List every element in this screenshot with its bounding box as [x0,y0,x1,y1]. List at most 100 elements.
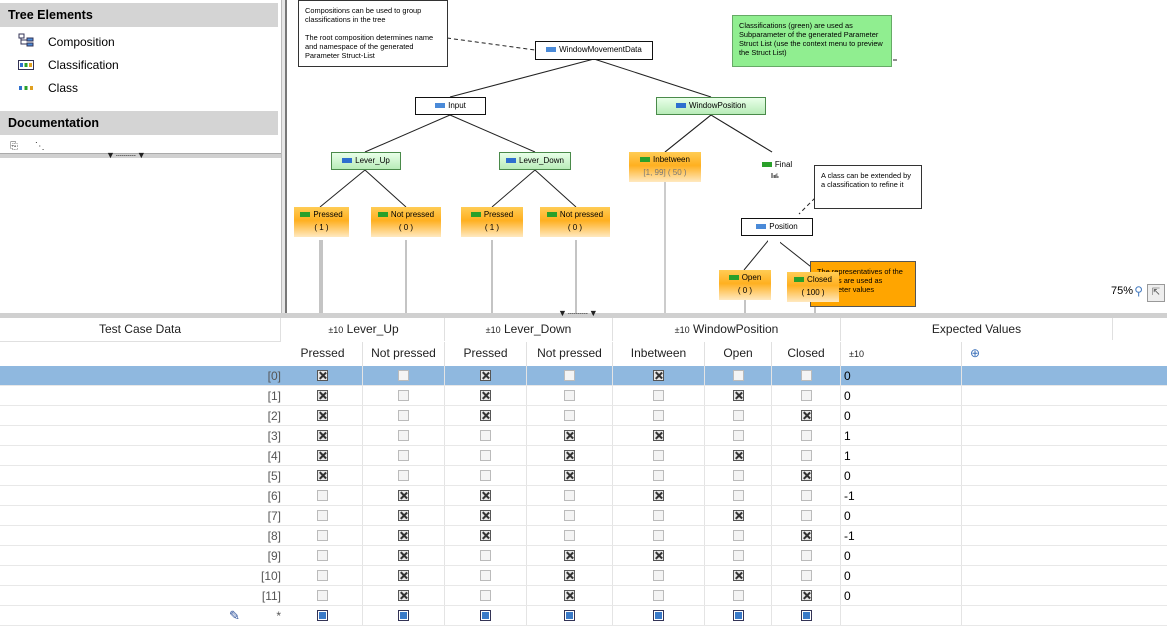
table-cell[interactable] [527,546,613,565]
table-row[interactable]: [4]1 [0,446,1167,466]
checkbox-unchecked[interactable] [480,470,491,481]
checkbox-checked[interactable] [733,570,744,581]
checkbox-unchecked[interactable] [317,570,328,581]
table-cell[interactable] [445,546,527,565]
table-cell[interactable] [613,426,705,445]
table-cell[interactable] [445,486,527,505]
table-cell[interactable] [527,366,613,385]
table-cell[interactable] [772,546,841,565]
checkbox-checked[interactable] [733,390,744,401]
table-cell[interactable] [772,446,841,465]
expected-value[interactable]: -1 [844,489,855,503]
table-cell[interactable] [445,466,527,485]
classifications-note[interactable]: Classifications (green) are used as Subp… [732,15,892,67]
new-row-checkbox[interactable] [653,610,664,621]
checkbox-checked[interactable] [317,410,328,421]
checkbox-checked[interactable] [801,410,812,421]
table-cell[interactable] [527,486,613,505]
expected-value[interactable]: 0 [844,369,851,383]
table-cell[interactable] [772,366,841,385]
new-row-checkbox[interactable] [564,610,575,621]
checkbox-unchecked[interactable] [653,530,664,541]
table-cell[interactable] [772,586,841,605]
checkbox-unchecked[interactable] [564,390,575,401]
expected-cell[interactable] [841,466,962,485]
expected-column-header[interactable]: 10 WindowMovement [841,342,962,383]
table-cell[interactable] [363,366,445,385]
windowposition-classification-node[interactable]: WindowPosition [656,97,766,115]
table-cell[interactable] [283,526,363,545]
checkbox-unchecked[interactable] [653,390,664,401]
class-node-final[interactable]: Final [755,157,799,173]
checkbox-checked[interactable] [317,430,328,441]
checkbox-unchecked[interactable] [480,550,491,561]
table-cell[interactable] [705,426,772,445]
expected-cell[interactable] [841,606,962,625]
class-node-open[interactable]: Open( 0 ) [719,270,771,300]
expected-value[interactable]: 0 [844,409,851,423]
table-cell[interactable] [363,386,445,405]
table-cell[interactable] [445,506,527,525]
class-node-pressed[interactable]: Pressed( 1 ) [294,207,349,237]
table-cell[interactable] [772,466,841,485]
checkbox-unchecked[interactable] [564,530,575,541]
checkbox-checked[interactable] [653,430,664,441]
checkbox-checked[interactable] [398,570,409,581]
new-row[interactable]: *✎ [0,606,1167,626]
expected-cell[interactable] [841,446,962,465]
table-cell[interactable] [772,606,841,625]
table-cell[interactable] [283,586,363,605]
table-cell[interactable] [613,506,705,525]
table-cell[interactable] [772,386,841,405]
checkbox-checked[interactable] [801,530,812,541]
position-composition-node[interactable]: Position [741,218,813,236]
table-cell[interactable] [363,586,445,605]
checkbox-unchecked[interactable] [317,530,328,541]
checkbox-checked[interactable] [398,550,409,561]
checkbox-unchecked[interactable] [801,370,812,381]
checkbox-unchecked[interactable] [653,510,664,521]
checkbox-checked[interactable] [398,490,409,501]
table-cell[interactable] [363,426,445,445]
checkbox-checked[interactable] [480,530,491,541]
column-header[interactable]: Not pressed [363,342,445,366]
checkbox-unchecked[interactable] [733,410,744,421]
table-cell[interactable] [283,366,363,385]
table-cell[interactable] [363,606,445,625]
tree-item-composition[interactable]: Composition [18,33,115,51]
table-cell[interactable] [283,406,363,425]
table-cell[interactable] [445,366,527,385]
expected-cell[interactable] [841,546,962,565]
table-cell[interactable] [283,466,363,485]
table-cell[interactable] [705,486,772,505]
zoom-icon[interactable]: ⚲ [1134,284,1143,298]
table-cell[interactable] [527,526,613,545]
table-cell[interactable] [363,486,445,505]
checkbox-unchecked[interactable] [398,450,409,461]
column-header[interactable]: Not pressed [527,342,613,366]
table-cell[interactable] [527,386,613,405]
tree-elements-header[interactable]: Tree Elements [0,3,278,27]
checkbox-checked[interactable] [564,570,575,581]
checkbox-unchecked[interactable] [653,570,664,581]
checkbox-unchecked[interactable] [733,550,744,561]
checkbox-checked[interactable] [733,510,744,521]
expected-value[interactable]: -1 [844,529,855,543]
checkbox-checked[interactable] [317,450,328,461]
table-cell[interactable] [705,446,772,465]
new-row-checkbox[interactable] [733,610,744,621]
checkbox-unchecked[interactable] [564,370,575,381]
table-cell[interactable] [613,566,705,585]
table-cell[interactable] [705,466,772,485]
checkbox-checked[interactable] [480,490,491,501]
table-cell[interactable] [283,566,363,585]
table-cell[interactable] [705,366,772,385]
checkbox-checked[interactable] [564,550,575,561]
table-row[interactable]: [10]0 [0,566,1167,586]
checkbox-checked[interactable] [317,390,328,401]
table-row[interactable]: [0]0 [0,366,1167,386]
expected-value[interactable]: 0 [844,509,851,523]
table-cell[interactable] [527,446,613,465]
table-cell[interactable] [445,586,527,605]
checkbox-checked[interactable] [653,490,664,501]
